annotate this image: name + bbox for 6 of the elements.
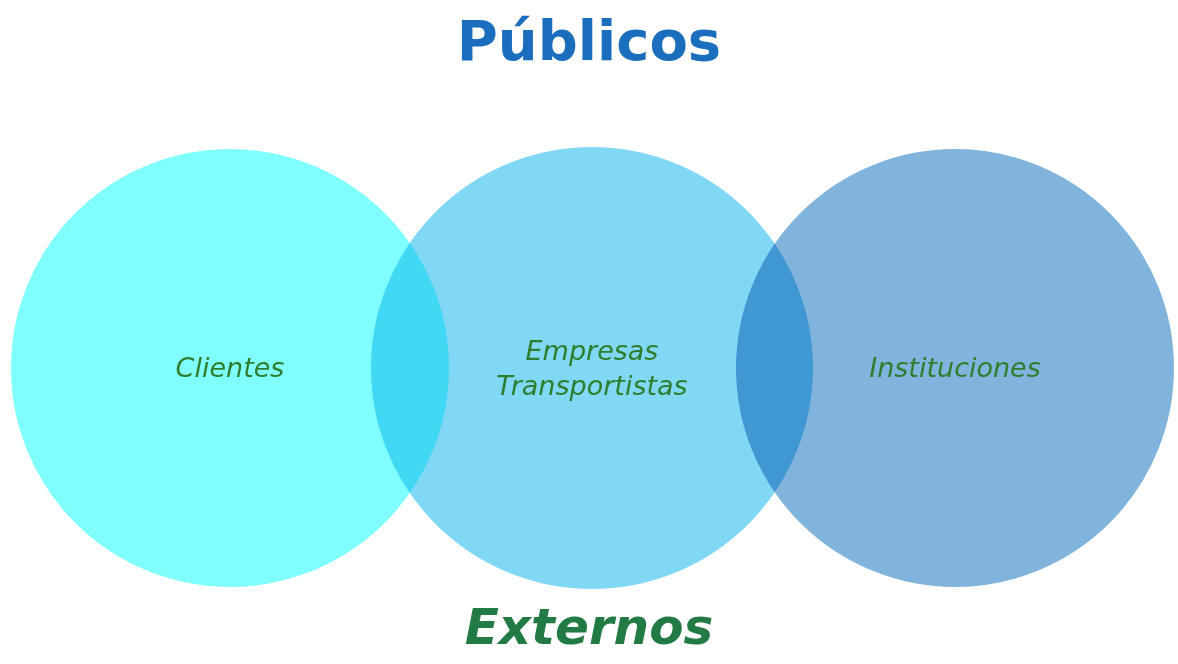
- circle-label: Instituciones: [868, 351, 1042, 386]
- venn-circle: [733, 146, 1177, 590]
- circle-label: Clientes: [174, 351, 286, 386]
- caption: Externos: [463, 598, 715, 656]
- circle-label: Empresas Transportistas: [495, 333, 689, 403]
- title: Públicos: [455, 8, 723, 73]
